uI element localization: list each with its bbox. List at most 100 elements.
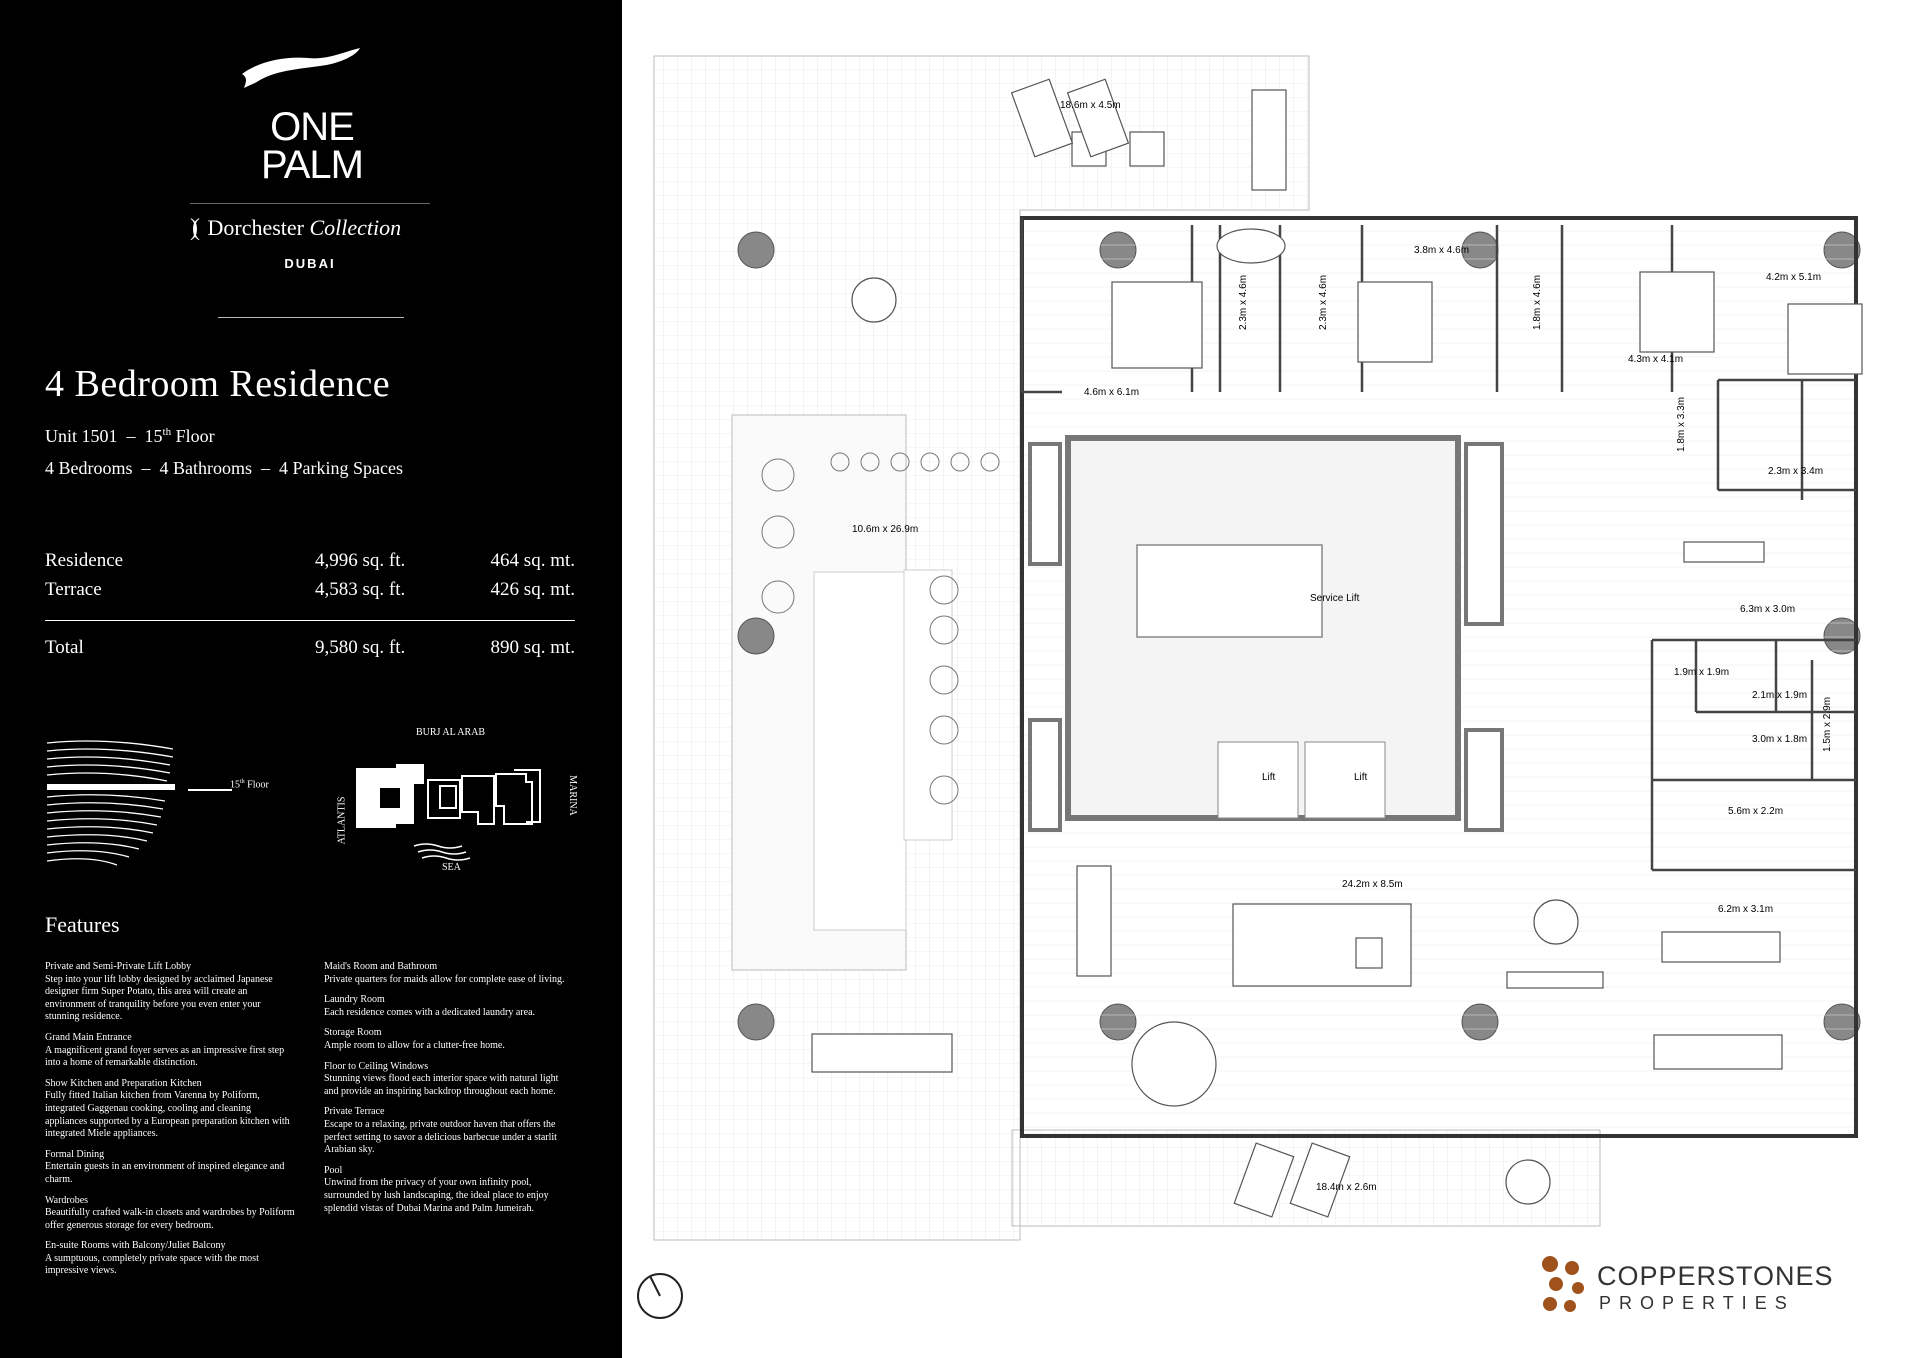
feature-description: A sumptuous, completely private space wi… (45, 1252, 259, 1277)
area-label: Terrace (45, 579, 102, 600)
label-bath-4: 2.3m x 3.4m (1768, 466, 1823, 477)
unit-floor-suffix: th (162, 426, 172, 438)
rooms-dash-1: – (141, 458, 151, 478)
label-maid-room: 3.0m x 1.8m (1752, 734, 1807, 745)
feature-title: Grand Main Entrance (45, 1031, 132, 1043)
parking-count: 4 Parking Spaces (279, 458, 403, 478)
feature-description: Escape to a relaxing, private outdoor ha… (324, 1118, 557, 1156)
residence-title: 4 Bedroom Residence (45, 363, 391, 405)
feature-description: Step into your lift lobby designed by ac… (45, 973, 273, 1023)
area-row-terrace: Terrace 4,583 sq. ft. 426 sq. mt. (45, 579, 575, 603)
feature-title: Laundry Room (324, 994, 385, 1006)
location-west-label: ATLANTIS (336, 796, 348, 845)
rooms-dash-2: – (261, 458, 270, 478)
shaft-left-bottom (1028, 718, 1062, 832)
label-family-room: 6.3m x 3.0m (1740, 604, 1795, 615)
area-sqft: 4,996 sq. ft. (315, 550, 406, 571)
area-sqm: 426 sq. mt. (490, 579, 575, 600)
label-service-lift: Service Lift (1310, 593, 1360, 604)
location-north-label: BURJ AL ARAB (416, 727, 486, 738)
agency-name: COPPERSTONES (1597, 1261, 1834, 1291)
feature-title: Private Terrace (324, 1106, 385, 1118)
label-bedroom-4: 4.2m x 5.1m (1766, 272, 1821, 283)
service-walls (1650, 638, 1856, 872)
area-row-total: Total 9,580 sq. ft. 890 sq. mt. (45, 637, 575, 661)
info-panel: ONE PALM )( Dorchester Collection DUBAI … (0, 0, 622, 1358)
location-south-label: SEA (442, 862, 461, 873)
label-living-dining: 24.2m x 8.5m (1342, 879, 1403, 890)
label-pool: 10.6m x 26.9m (852, 524, 918, 535)
planter-strip (903, 569, 953, 841)
feature-description: Ample room to allow for a clutter-free h… (324, 1039, 505, 1051)
label-bedroom-2: 3.8m x 4.6m (1414, 245, 1469, 256)
label-terrace-bottom: 18.4m x 2.6m (1316, 1182, 1377, 1193)
compass-icon (637, 1273, 683, 1319)
shaft-left-top (1028, 442, 1062, 566)
feature-title: Wardrobes (45, 1194, 89, 1206)
unit-dash: – (126, 426, 136, 446)
floor-indicator-word: Floor (247, 779, 269, 791)
floor-plan: 18.6m x 4.5m 4.6m x 6.1m 2.3m x 4.6m 2.3… (637, 55, 1863, 1319)
brushstroke-logo-icon (242, 48, 360, 88)
total-sqm: 890 sq. mt. (490, 637, 575, 658)
unit-number: Unit 1501 (45, 426, 118, 446)
copperstones-logo-icon (1542, 1256, 1584, 1312)
area-sqm: 464 sq. mt. (490, 550, 575, 571)
compass-needle-icon (649, 1275, 661, 1297)
feature-description: Beautifully crafted walk-in closets and … (45, 1207, 295, 1231)
feature-description: Fully fitted Italian kitchen from Varenn… (45, 1090, 290, 1140)
features-heading: Features (45, 912, 120, 937)
feature-title: Pool (324, 1164, 343, 1176)
feature-description: Stunning views flood each interior space… (324, 1073, 559, 1097)
unit-floor-number: 15 (144, 426, 163, 446)
bathrooms-count: 4 Bathrooms (159, 458, 253, 478)
logo-line-palm: PALM (261, 143, 364, 187)
label-master-bedroom: 4.6m x 6.1m (1084, 387, 1139, 398)
shaft-right-bottom (1464, 728, 1504, 832)
logo-divider-bottom (218, 317, 404, 318)
feature-title: Private and Semi-Private Lift Lobby (45, 961, 192, 972)
collection-italic: Collection (309, 215, 402, 240)
area-row-residence: Residence 4,996 sq. ft. 464 sq. mt. (45, 550, 575, 574)
feature-description: Each residence comes with a dedicated la… (324, 1006, 536, 1018)
label-lift-b: Lift (1354, 772, 1368, 783)
label-terrace-top: 18.6m x 4.5m (1060, 100, 1121, 111)
dorchester-collection-logo: )( Dorchester Collection (190, 215, 450, 242)
bedrooms-count: 4 Bedrooms (45, 458, 133, 478)
label-laundry: 2.1m x 1.9m (1752, 690, 1807, 701)
unit-floor-word: Floor (175, 426, 215, 446)
floor-indicator-number: 15 (230, 779, 240, 791)
label-prep-kitchen: 5.6m x 2.2m (1728, 806, 1783, 817)
feature-title: Floor to Ceiling Windows (324, 1060, 429, 1072)
label-bath-2: 1.8m x 4.6m (1532, 275, 1543, 330)
feature-title: Formal Dining (45, 1148, 105, 1160)
feature-item: En-suite Rooms with Balcony/Juliet Balco… (45, 1240, 295, 1278)
pool-inner (813, 571, 907, 931)
service-lift-room (1136, 544, 1323, 638)
area-label: Residence (45, 550, 124, 571)
lift-room-a (1217, 741, 1299, 819)
rooms-line: 4 Bedrooms – 4 Bathrooms – 4 Parking Spa… (45, 458, 403, 479)
building-elevation-icon (46, 740, 175, 866)
feature-title: En-suite Rooms with Balcony/Juliet Balco… (45, 1240, 226, 1252)
label-walk-in-4: 1.8m x 3.3m (1676, 397, 1687, 452)
collection-name: Dorchester (207, 215, 304, 240)
feature-title: Storage Room (324, 1027, 382, 1039)
label-maid-bath: 1.9m x 1.9m (1674, 667, 1729, 678)
feature-description: Unwind from the privacy of your own infi… (324, 1177, 549, 1214)
feature-description: Private quarters for maids allow for com… (324, 973, 565, 985)
floor-pointer-line (188, 789, 232, 791)
label-bath-1: 2.3m x 4.6m (1318, 275, 1329, 330)
label-lift-a: Lift (1262, 772, 1276, 783)
agency-subtitle: PROPERTIES (1599, 1293, 1795, 1313)
floor-indicator-suffix: th (240, 779, 245, 785)
